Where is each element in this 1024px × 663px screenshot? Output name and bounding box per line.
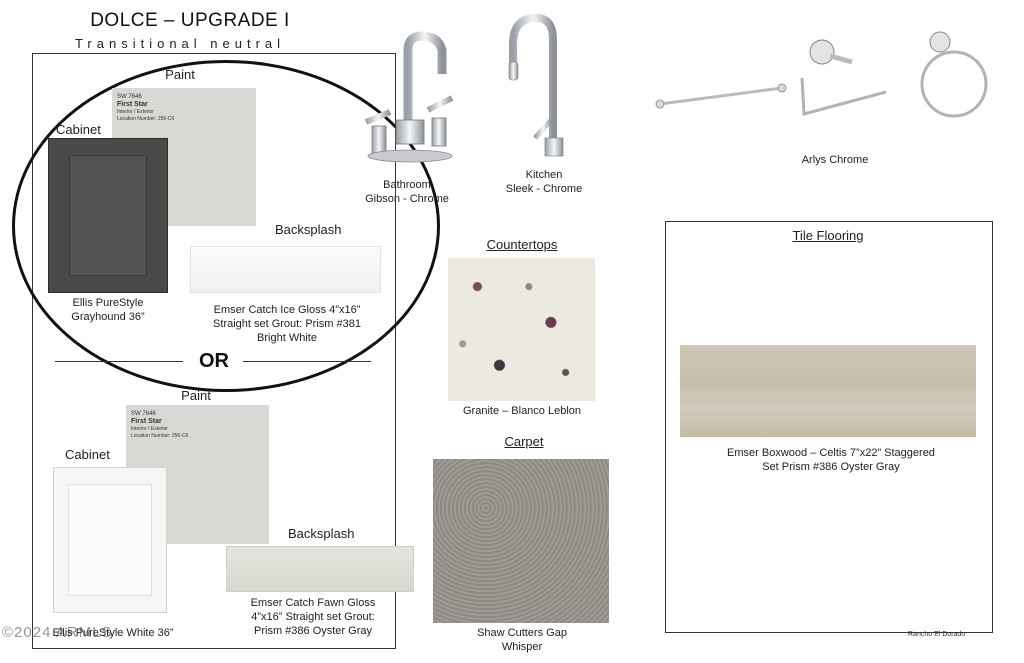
wood-tile-swatch	[680, 345, 976, 437]
page-subtitle: Transitional neutral	[74, 36, 286, 51]
granite-swatch	[448, 258, 595, 401]
carpet-swatch	[433, 459, 609, 623]
cabinet-swatch-white	[53, 467, 167, 613]
paint-code: SW 7646	[131, 411, 156, 417]
watermark: ©2024 ARMLS	[2, 624, 113, 641]
left-panel-border	[32, 53, 396, 649]
paint-heading-b: Paint	[181, 388, 211, 403]
tile-flooring-heading: Tile Flooring	[792, 228, 864, 243]
accessories-caption: Arlys Chrome	[801, 154, 869, 166]
cabinet-heading-a: Cabinet	[56, 122, 101, 137]
cabinet-heading-b: Cabinet	[65, 447, 110, 462]
divider-line-left	[55, 361, 183, 362]
carpet-caption: Shaw Cutters Gap Whisper	[477, 627, 567, 653]
paint-line1: Interior / Exterior	[131, 426, 168, 432]
paint-name: First Star	[131, 418, 162, 425]
footer-label: Rancho El Dorado	[908, 631, 966, 638]
backsplash-swatch-ice	[190, 246, 381, 293]
cabinet-caption-a: Ellis PureStyle Grayhound 36”	[71, 297, 145, 323]
backsplash-swatch-fawn	[226, 546, 414, 592]
kitchen-faucet-line1: Kitchen	[525, 169, 563, 181]
toilet-paper-holder-icon	[800, 39, 887, 116]
towel-bar-icon	[655, 83, 787, 109]
backsplash-caption-b: Emser Catch Fawn Gloss 4”x16” Straight s…	[250, 597, 376, 637]
bathroom-faucet-line2: Gibson - Chrome	[365, 193, 449, 205]
paint-line2: Location Number: 256-C6	[117, 116, 175, 122]
towel-ring-icon	[920, 31, 988, 118]
tile-flooring-panel	[665, 221, 993, 633]
carpet-heading: Carpet	[504, 434, 544, 449]
backsplash-caption-a: Emser Catch Ice Gloss 4”x16” Straight se…	[213, 304, 361, 344]
backsplash-heading-b: Backsplash	[288, 526, 355, 541]
bathroom-faucet-icon	[364, 31, 454, 163]
cabinet-caption-b: Ellis PureStyle White 36”	[52, 627, 174, 639]
backsplash-heading-a: Backsplash	[275, 222, 342, 237]
paint-line2: Location Number: 256-C6	[131, 433, 189, 439]
paint-heading-a: Paint	[165, 67, 195, 82]
paint-code: SW 7646	[117, 94, 142, 100]
paint-name: First Star	[117, 101, 148, 108]
paint-line1: Interior / Exterior	[117, 109, 154, 115]
bathroom-faucet-line1: Bathroom	[383, 179, 431, 191]
countertops-heading: Countertops	[486, 237, 558, 252]
countertops-caption: Granite – Blanco Leblon	[462, 405, 582, 417]
or-label: OR	[199, 350, 229, 372]
divider-line-right	[243, 361, 371, 362]
kitchen-faucet-line2: Sleek - Chrome	[505, 183, 583, 195]
cabinet-swatch-dark	[48, 138, 168, 293]
kitchen-faucet-icon	[508, 13, 564, 157]
tile-flooring-caption: Emser Boxwood – Celtis 7”x22” Staggered …	[727, 447, 935, 473]
highlight-ellipse	[12, 60, 440, 392]
page-title: DOLCE – UPGRADE I	[90, 10, 290, 31]
